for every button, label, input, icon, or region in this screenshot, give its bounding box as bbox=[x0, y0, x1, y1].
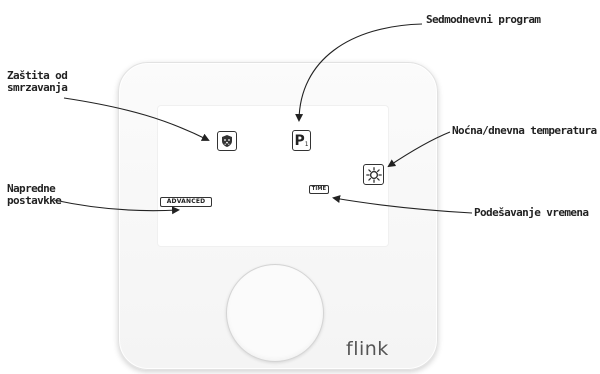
frost-shield-icon bbox=[217, 131, 237, 151]
label-frost-line2: smrzavanja bbox=[7, 81, 68, 94]
advanced-tag: ADVANCED bbox=[160, 197, 212, 207]
program-symbol: P bbox=[294, 132, 305, 149]
label-time-setting: Podešavanje vremena bbox=[474, 206, 589, 219]
label-advanced-line2: postavkke bbox=[7, 194, 62, 207]
label-program-text: Sedmodnevni program bbox=[426, 13, 541, 26]
sun-icon bbox=[363, 164, 384, 185]
label-seven-day-program: Sedmodnevni program bbox=[426, 13, 541, 26]
label-advanced-settings: Napredne postavkke bbox=[7, 182, 62, 207]
label-time-text: Podešavanje vremena bbox=[474, 206, 589, 219]
thermostat-display bbox=[158, 106, 388, 246]
program-index: 1 bbox=[304, 141, 309, 148]
label-frost-protection: Zaštita od smrzavanja bbox=[7, 69, 68, 94]
label-frost-line1: Zaštita od bbox=[7, 69, 68, 82]
label-day-night-temperature: Noćna/dnevna temperatura bbox=[452, 125, 597, 137]
brand-logo: flink bbox=[346, 338, 389, 360]
control-knob[interactable] bbox=[226, 264, 324, 362]
label-daynight-text: Noćna/dnevna temperatura bbox=[452, 124, 597, 137]
label-advanced-line1: Napredne bbox=[7, 182, 56, 195]
time-tag: TIME bbox=[309, 185, 329, 194]
